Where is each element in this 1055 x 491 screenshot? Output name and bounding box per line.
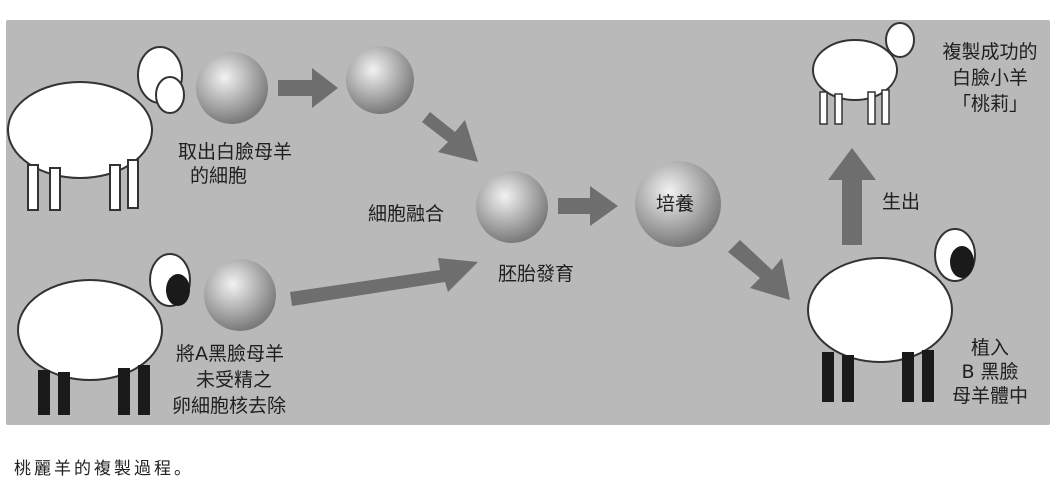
white-ewe-cell-sphere	[196, 52, 268, 124]
arrow-cell-to-sphere	[278, 68, 338, 108]
enucleated-egg-sphere	[204, 259, 276, 331]
white-face-ewe	[7, 46, 185, 211]
label-implant-3: 母羊體中	[951, 385, 1028, 407]
label-extract-white-cell-2: 的細胞	[190, 165, 248, 187]
label-cell-fusion: 細胞融合	[368, 203, 445, 225]
arrow-sphere-to-fusion	[422, 112, 478, 162]
cloned-lamb-dolly	[812, 22, 915, 125]
label-extract-white-cell: 取出白臉母羊	[178, 141, 293, 163]
label-embryo-development: 胚胎發育	[498, 263, 575, 285]
label-birth: 生出	[882, 191, 921, 213]
label-implant-1: 植入	[970, 337, 1009, 359]
fused-cell-sphere	[476, 171, 548, 243]
label-success-1: 複製成功的	[942, 41, 1038, 63]
label-remove-nucleus-2: 未受精之	[196, 369, 273, 391]
arrow-fusion-to-culture	[558, 186, 618, 226]
label-remove-nucleus-1: 將A黑臉母羊	[176, 343, 284, 365]
arrow-egg-to-fusion	[290, 258, 478, 306]
label-success-3: 「桃莉」	[951, 93, 1028, 115]
label-remove-nucleus-3: 卵細胞核去除	[172, 395, 287, 417]
label-success-2: 白臉小羊	[951, 67, 1028, 89]
arrow-birth-up	[828, 148, 876, 245]
black-face-ewe-a	[17, 253, 191, 415]
label-implant-2: B 黑臉	[961, 361, 1019, 383]
figure-caption: 桃麗羊的複製過程。	[14, 459, 194, 479]
caption-row: 桃麗羊的複製過程。	[0, 430, 1055, 491]
black-face-ewe-b	[807, 228, 976, 402]
culture-sphere	[635, 161, 721, 247]
sphere-top-middle	[346, 46, 414, 114]
label-culture: 培養	[656, 193, 695, 215]
arrow-culture-to-ewe-b	[728, 240, 790, 300]
